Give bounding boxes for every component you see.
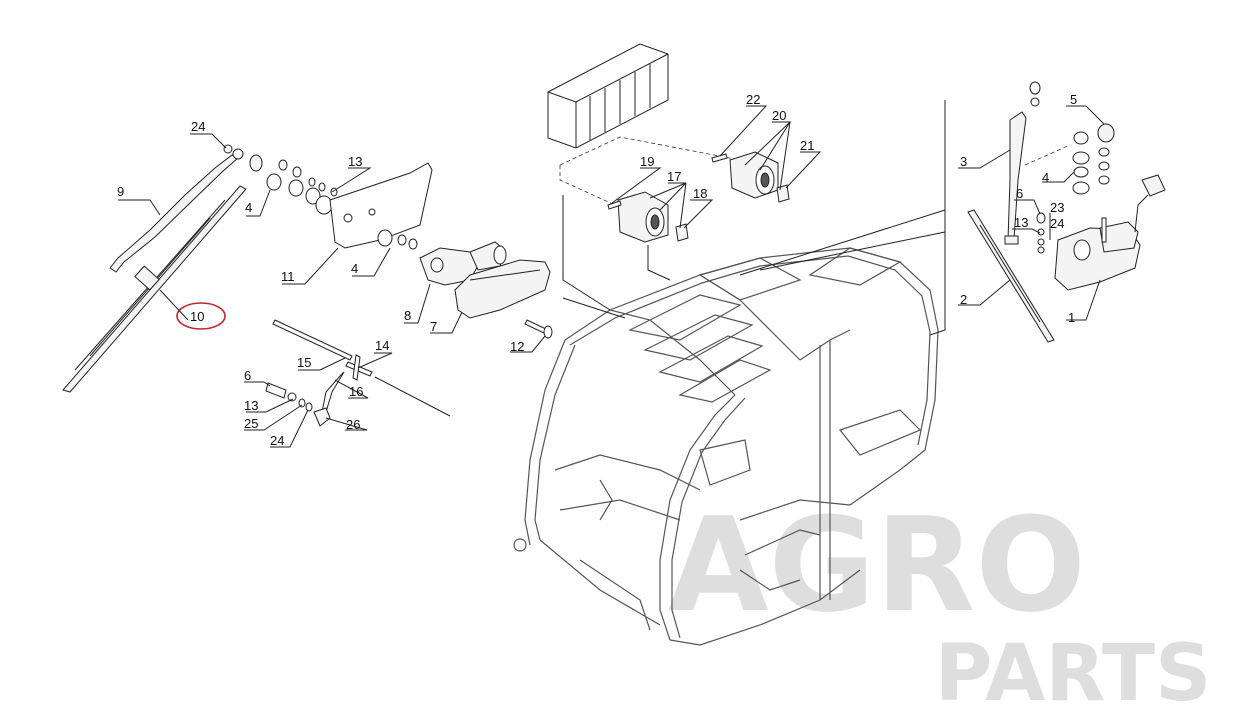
switch-cable <box>647 245 671 281</box>
label-18[interactable]: 18 <box>693 186 707 201</box>
label-4-mid[interactable]: 4 <box>351 261 358 276</box>
pin-22[interactable] <box>711 153 728 163</box>
rear-hardware <box>1029 81 1115 254</box>
label-11[interactable]: 11 <box>281 269 295 284</box>
washer-line-right <box>374 376 451 417</box>
label-15[interactable]: 15 <box>297 355 311 370</box>
label-14[interactable]: 14 <box>375 338 389 353</box>
rear-motor-connector[interactable] <box>1134 174 1166 233</box>
label-4-top[interactable]: 4 <box>245 200 252 215</box>
labels: 24 9 4 13 11 4 10 8 7 12 15 14 16 6 13 2… <box>117 92 1077 448</box>
motor-cover-7[interactable] <box>454 259 551 319</box>
switch-20[interactable] <box>729 151 779 199</box>
leader-lines <box>118 105 1105 448</box>
label-24-right[interactable]: 24 <box>1050 216 1064 231</box>
label-19[interactable]: 19 <box>640 154 654 169</box>
wiper-motor-8[interactable] <box>419 241 507 286</box>
leader-right-roof-2 <box>929 232 946 336</box>
pivot-hardware <box>223 144 338 215</box>
label-12[interactable]: 12 <box>510 339 524 354</box>
dash-guide-panel <box>559 136 741 166</box>
pin-19[interactable] <box>607 200 622 210</box>
watermark-line1: AGRO <box>668 489 1086 641</box>
leader-right-roof-3 <box>759 231 946 271</box>
label-6-right[interactable]: 6 <box>1016 186 1023 201</box>
wiper-blade-10[interactable] <box>62 185 247 393</box>
label-26[interactable]: 26 <box>346 417 360 432</box>
rear-wiper-motor-1[interactable] <box>1054 217 1141 291</box>
label-24-bottom[interactable]: 24 <box>270 433 284 448</box>
washer-hose-15[interactable] <box>272 319 353 361</box>
highlight-ring-10 <box>176 302 226 330</box>
label-7[interactable]: 7 <box>430 319 437 334</box>
switch-insert-18[interactable] <box>675 223 689 242</box>
label-16[interactable]: 16 <box>349 384 363 399</box>
label-24-left[interactable]: 24 <box>191 119 205 134</box>
washer-nozzle-6[interactable] <box>265 382 313 412</box>
label-1[interactable]: 1 <box>1068 310 1075 325</box>
tee-fitting-14[interactable] <box>345 354 373 381</box>
leader-panel-roof <box>562 195 611 311</box>
label-6-left[interactable]: 6 <box>244 368 251 383</box>
leader-10 <box>159 289 189 321</box>
bolt-12[interactable] <box>524 319 553 339</box>
label-17[interactable]: 17 <box>667 169 681 184</box>
label-8[interactable]: 8 <box>404 308 411 323</box>
hose-16[interactable] <box>321 371 345 413</box>
label-5[interactable]: 5 <box>1070 92 1077 107</box>
label-9[interactable]: 9 <box>117 184 124 199</box>
label-20[interactable]: 20 <box>772 108 786 123</box>
label-13-top[interactable]: 13 <box>348 154 362 169</box>
dash-guide-rear <box>1024 144 1071 166</box>
leader-panel-roof-2 <box>562 297 626 319</box>
label-10[interactable]: 10 <box>190 309 204 324</box>
bracket-plate-11[interactable] <box>329 162 433 250</box>
label-25[interactable]: 25 <box>244 416 258 431</box>
label-13-left[interactable]: 13 <box>244 398 258 413</box>
watermark-line2: PARTS <box>935 629 1211 719</box>
label-3[interactable]: 3 <box>960 154 967 169</box>
label-4-right[interactable]: 4 <box>1042 170 1049 185</box>
dash-guide-switch <box>559 165 616 206</box>
rear-wiper-blade-2[interactable] <box>967 209 1055 343</box>
label-2[interactable]: 2 <box>960 292 967 307</box>
switch-insert-21[interactable] <box>776 184 790 203</box>
label-13-right[interactable]: 13 <box>1014 215 1028 230</box>
switch-panel[interactable] <box>547 43 669 149</box>
label-23[interactable]: 23 <box>1050 200 1064 215</box>
cab-frame <box>513 247 939 646</box>
label-22[interactable]: 22 <box>746 92 760 107</box>
label-21[interactable]: 21 <box>800 138 814 153</box>
rear-wiper-arm-3[interactable] <box>1004 111 1027 245</box>
nozzle-cap-26[interactable] <box>313 407 331 427</box>
wiper-arm-9[interactable] <box>109 148 244 273</box>
switch-17[interactable] <box>617 191 669 243</box>
watermark: AGRO PARTS <box>668 489 1211 719</box>
